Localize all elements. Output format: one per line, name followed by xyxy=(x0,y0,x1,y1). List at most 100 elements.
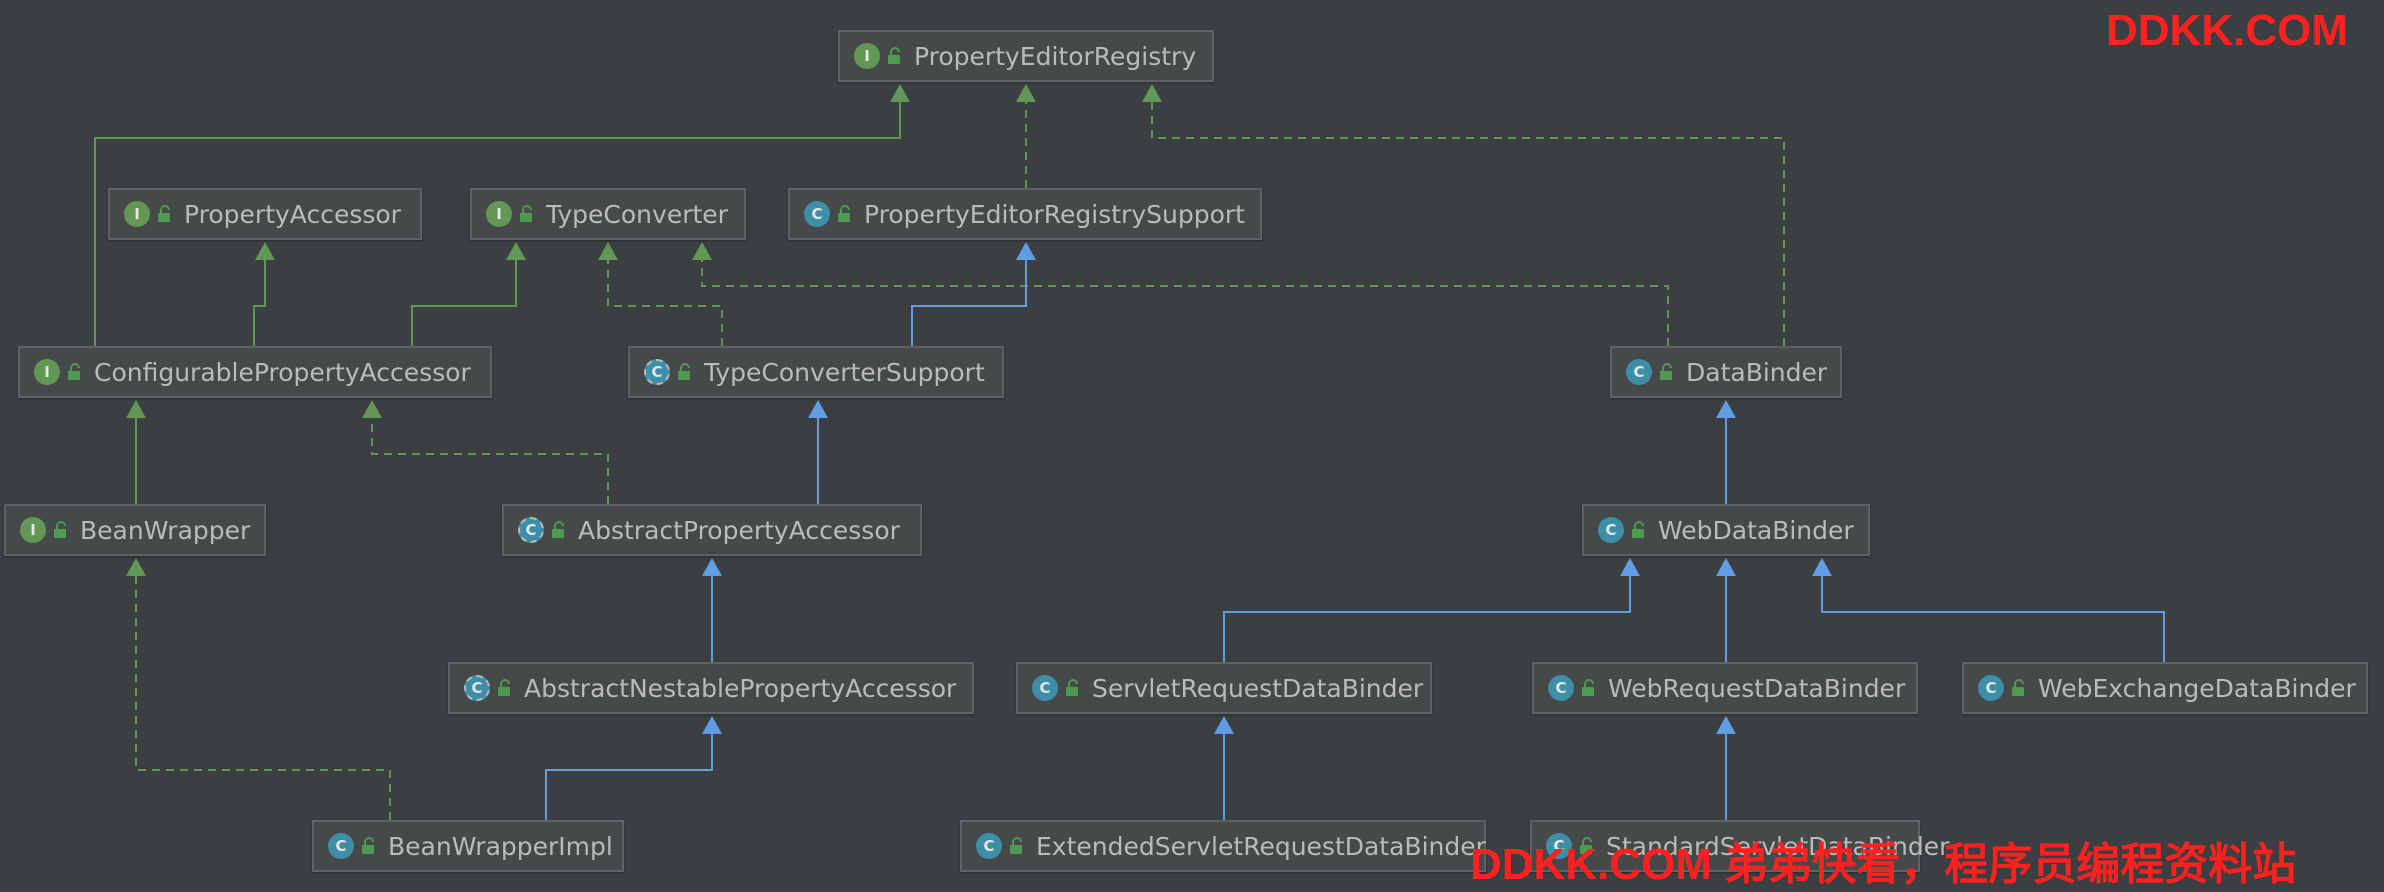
public-lock-icon xyxy=(552,521,564,538)
public-lock-icon xyxy=(888,47,900,64)
class-icon: C xyxy=(1032,675,1058,701)
class-name-label: BeanWrapperImpl xyxy=(388,831,613,861)
public-lock-icon xyxy=(838,205,850,222)
class-icon: C xyxy=(1598,517,1624,543)
public-lock-icon xyxy=(498,679,510,696)
edge-implements xyxy=(135,574,391,820)
edge-implements xyxy=(371,416,609,504)
edge-interface-extends xyxy=(94,100,901,346)
class-name-label: ServletRequestDataBinder xyxy=(1092,673,1424,703)
public-lock-icon xyxy=(1632,521,1644,538)
class-name-label: StandardServletDataBinder xyxy=(1606,831,1950,861)
class-node-extended-servlet-request-data-binder[interactable]: C ExtendedServletRequestDataBinder xyxy=(960,820,1486,872)
public-lock-icon xyxy=(68,363,80,380)
interface-icon: I xyxy=(20,517,46,543)
class-name-label: WebDataBinder xyxy=(1658,515,1854,545)
edge-arrowhead xyxy=(702,558,722,576)
edge-extends xyxy=(1223,574,1631,662)
edge-arrowhead xyxy=(506,242,526,260)
edge-arrowhead xyxy=(1812,558,1832,576)
class-node-standard-servlet-data-binder[interactable]: C StandardServletDataBinder xyxy=(1530,820,1949,872)
edge-arrowhead xyxy=(1016,242,1036,260)
class-node-web-request-data-binder[interactable]: C WebRequestDataBinder xyxy=(1532,662,1918,714)
edge-arrowhead xyxy=(126,558,146,576)
edge-arrowhead xyxy=(255,242,275,260)
public-lock-icon xyxy=(2012,679,2024,696)
class-node-type-converter-support[interactable]: C TypeConverterSupport xyxy=(628,346,1004,398)
edge-arrowhead xyxy=(126,400,146,418)
edge-arrowhead xyxy=(702,716,722,734)
edge-arrowhead xyxy=(1716,400,1736,418)
watermark-top: DDKK.COM xyxy=(2106,6,2348,55)
edge-extends xyxy=(911,258,1027,346)
class-icon: C xyxy=(976,833,1002,859)
class-name-label: TypeConverter xyxy=(546,199,728,229)
abstract-class-icon: C xyxy=(464,675,490,701)
class-icon: C xyxy=(1548,675,1574,701)
class-name-label: TypeConverterSupport xyxy=(704,357,985,387)
edge-interface-extends xyxy=(253,258,266,346)
edge-implements xyxy=(701,258,1669,346)
class-icon: C xyxy=(1546,833,1572,859)
edge-arrowhead xyxy=(1214,716,1234,734)
interface-icon: I xyxy=(486,201,512,227)
edge-implements xyxy=(1151,100,1785,346)
edge-arrowhead xyxy=(1620,558,1640,576)
class-node-property-editor-registry[interactable]: I PropertyEditorRegistry xyxy=(838,30,1214,82)
edge-arrowhead xyxy=(808,400,828,418)
class-name-label: AbstractNestablePropertyAccessor xyxy=(524,673,957,703)
edge-arrowhead xyxy=(362,400,382,418)
class-name-label: ExtendedServletRequestDataBinder xyxy=(1036,831,1486,861)
class-name-label: PropertyEditorRegistry xyxy=(914,41,1197,71)
edge-arrowhead xyxy=(1716,716,1736,734)
class-node-configurable-property-accessor[interactable]: I ConfigurablePropertyAccessor xyxy=(18,346,492,398)
public-lock-icon xyxy=(678,363,690,380)
class-node-servlet-request-data-binder[interactable]: C ServletRequestDataBinder xyxy=(1016,662,1432,714)
class-name-label: PropertyAccessor xyxy=(184,199,401,229)
abstract-class-icon: C xyxy=(644,359,670,385)
interface-icon: I xyxy=(124,201,150,227)
edge-arrowhead xyxy=(890,84,910,102)
public-lock-icon xyxy=(520,205,532,222)
class-node-data-binder[interactable]: C DataBinder xyxy=(1610,346,1842,398)
interface-icon: I xyxy=(854,43,880,69)
class-node-type-converter[interactable]: I TypeConverter xyxy=(470,188,746,240)
edge-implements xyxy=(607,258,723,346)
class-node-web-exchange-data-binder[interactable]: C WebExchangeDataBinder xyxy=(1962,662,2368,714)
class-name-label: WebExchangeDataBinder xyxy=(2038,673,2356,703)
edge-arrowhead xyxy=(692,242,712,260)
public-lock-icon xyxy=(1010,837,1022,854)
edge-arrowhead xyxy=(1142,84,1162,102)
class-node-property-accessor[interactable]: I PropertyAccessor xyxy=(108,188,422,240)
class-name-label: ConfigurablePropertyAccessor xyxy=(94,357,471,387)
abstract-class-icon: C xyxy=(518,517,544,543)
class-icon: C xyxy=(328,833,354,859)
interface-icon: I xyxy=(34,359,60,385)
public-lock-icon xyxy=(362,837,374,854)
class-node-bean-wrapper[interactable]: I BeanWrapper xyxy=(4,504,266,556)
public-lock-icon xyxy=(1660,363,1672,380)
edge-interface-extends xyxy=(411,258,517,346)
public-lock-icon xyxy=(158,205,170,222)
edge-arrowhead xyxy=(1016,84,1036,102)
edge-arrowhead xyxy=(1716,558,1736,576)
public-lock-icon xyxy=(54,521,66,538)
public-lock-icon xyxy=(1582,679,1594,696)
class-name-label: PropertyEditorRegistrySupport xyxy=(864,199,1245,229)
class-node-abstract-nestable-property-accessor[interactable]: C AbstractNestablePropertyAccessor xyxy=(448,662,974,714)
edge-arrowhead xyxy=(598,242,618,260)
class-name-label: DataBinder xyxy=(1686,357,1828,387)
class-node-abstract-property-accessor[interactable]: C AbstractPropertyAccessor xyxy=(502,504,922,556)
class-node-web-data-binder[interactable]: C WebDataBinder xyxy=(1582,504,1870,556)
class-name-label: BeanWrapper xyxy=(80,515,251,545)
class-icon: C xyxy=(1978,675,2004,701)
public-lock-icon xyxy=(1066,679,1078,696)
watermark-bottom: DDKK.COM 弟弟快看，程序员编程资料站 xyxy=(1470,840,2297,889)
class-icon: C xyxy=(1626,359,1652,385)
class-node-bean-wrapper-impl[interactable]: C BeanWrapperImpl xyxy=(312,820,624,872)
class-name-label: AbstractPropertyAccessor xyxy=(578,515,900,545)
edge-extends xyxy=(1821,574,2165,662)
class-name-label: WebRequestDataBinder xyxy=(1608,673,1906,703)
